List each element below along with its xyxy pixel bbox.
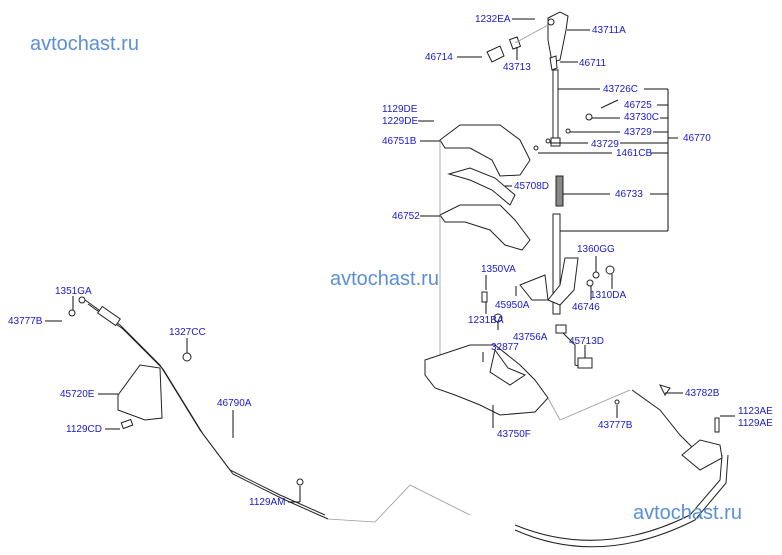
part-label[interactable]: 1231BA [468,315,504,326]
shift-base-43750F[interactable] [424,344,549,416]
cable-46790A-bottom [514,454,723,541]
part-label[interactable]: 45950A [495,300,530,311]
part-label[interactable]: 43756A [513,332,548,343]
shift-shaft [552,213,561,315]
part-label[interactable]: 46790A [217,398,252,409]
part-label[interactable]: 45720E [60,389,95,400]
part-label[interactable]: 1350VA [481,264,516,275]
part-label[interactable]: 46725 [624,100,652,111]
part-label[interactable]: 46746 [572,302,600,313]
knob-button [547,18,555,26]
plate-right-end [681,439,723,471]
part-label[interactable]: 43730C [624,112,660,123]
part-label[interactable]: 1123AE [738,406,773,417]
part-label[interactable]: 1232EA [475,14,511,25]
part-label[interactable]: 43782B [685,388,720,399]
part-label[interactable]: 32877 [491,342,519,353]
part-label[interactable]: 46733 [615,189,643,200]
pin-46725 [600,99,619,109]
part-label[interactable]: 1461CB [616,148,653,159]
part-label[interactable]: 45708D [514,181,550,192]
part-label[interactable]: 43711A [592,25,626,36]
part-label[interactable]: 43750F [497,429,531,440]
spring-46733 [555,175,564,207]
part-label[interactable]: 46711 [579,58,607,69]
part-label[interactable]: 1229DE [382,116,419,127]
watermark: avtochast.ru [330,268,439,290]
part-label[interactable]: 43729 [624,127,652,138]
part-label[interactable]: 45713D [569,336,605,347]
part-label[interactable]: 1351GA [55,286,92,297]
part-label[interactable]: 1129DE [382,104,418,115]
bracket-45950A [519,274,549,301]
part-label[interactable]: 1129AE [738,418,773,429]
part-label[interactable]: 43729 [591,139,619,150]
part-label[interactable]: 1129CD [66,424,102,435]
bracket-45720E[interactable] [117,364,163,421]
part-label[interactable]: 43777B [8,316,43,327]
part-label[interactable]: 46752 [392,211,420,222]
part-label[interactable]: 1129AM [249,497,286,508]
part-label[interactable]: 43777B [598,420,633,431]
button-46714 [486,45,505,63]
lever-rod [552,69,559,141]
switch-45713D [577,357,593,369]
slide-plate-45708D[interactable] [447,167,516,206]
part-label[interactable]: 1310DA [590,290,627,301]
part-label[interactable]: 43713 [503,62,531,73]
part-label[interactable]: 43726C [603,84,639,95]
knob-insert [549,55,558,71]
part-label[interactable]: 46751B [382,136,417,147]
watermark: avtochast.ru [30,33,139,55]
watermark: avtochast.ru [633,502,742,524]
part-label[interactable]: 46714 [425,52,453,63]
detent-lever-46746 [547,257,579,306]
part-label[interactable]: 46770 [683,133,711,144]
indicator-cover-46751B[interactable] [439,124,531,177]
part-label[interactable]: 1327CC [169,327,206,338]
part-label[interactable]: 1360GG [577,244,615,255]
lower-cover-46752[interactable] [439,204,531,251]
